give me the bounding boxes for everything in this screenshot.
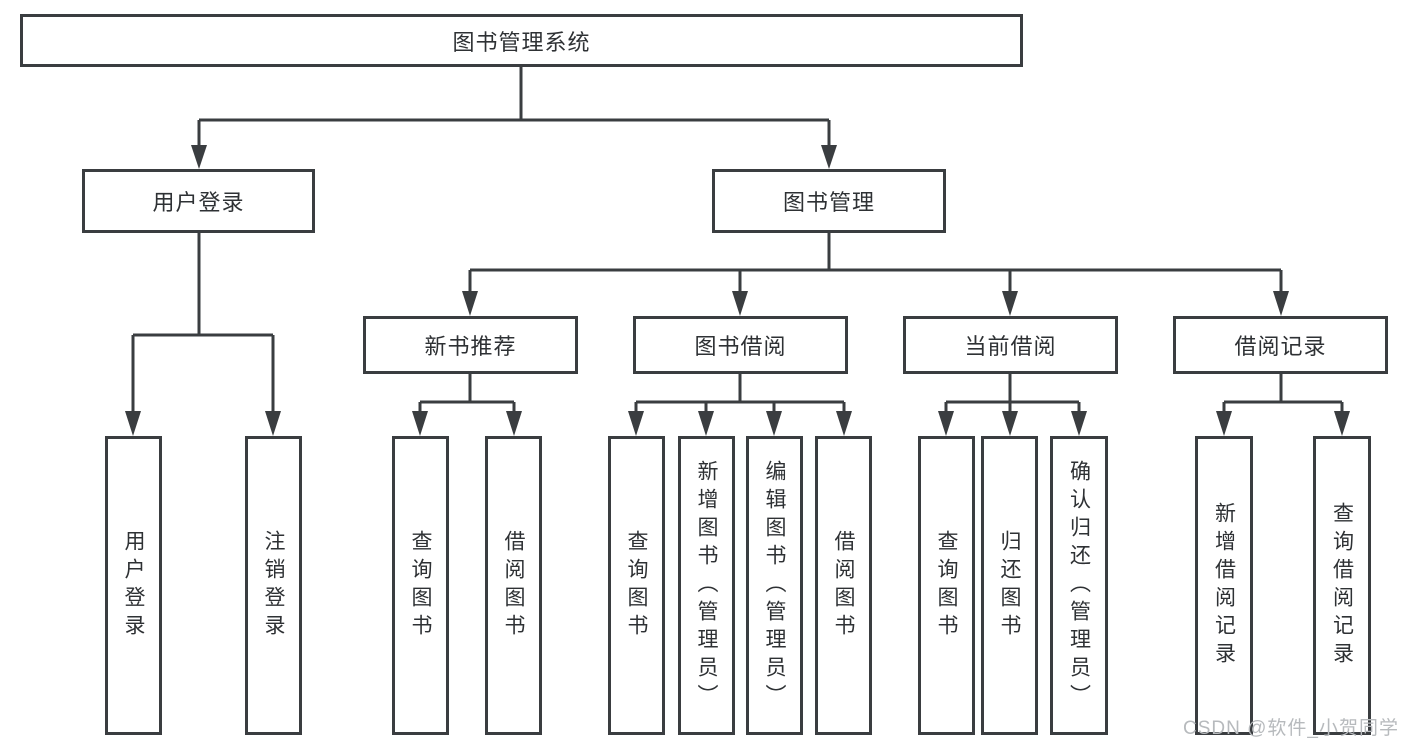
node-label: 借阅图书 [502, 529, 525, 642]
node-user-login: 用户登录 [82, 169, 315, 233]
leaf-edit-books-admin: 编辑图书（管理员） [746, 436, 803, 735]
node-label: 新增图书（管理员） [695, 459, 718, 712]
node-label: 当前借阅 [964, 334, 1057, 359]
node-label: 查询图书 [935, 529, 958, 642]
node-label: 注销登录 [262, 529, 285, 642]
leaf-add-borrow-record: 新增借阅记录 [1195, 436, 1253, 735]
node-label: 查询图书 [409, 529, 432, 642]
node-label: 查询图书 [625, 529, 648, 642]
node-label: 借阅图书 [832, 529, 855, 642]
node-label: 归还图书 [998, 529, 1021, 642]
node-new-book-recommend: 新书推荐 [363, 316, 578, 374]
node-label: 新增借阅记录 [1212, 501, 1236, 670]
node-label: 借阅记录 [1234, 334, 1327, 359]
csdn-watermark: CSDN @软件_小贺同学 [1183, 718, 1399, 739]
node-book-borrowing: 图书借阅 [633, 316, 848, 374]
tree-edges [131, 67, 1344, 418]
node-borrowing-records: 借阅记录 [1173, 316, 1388, 374]
leaf-borrow-books: 借阅图书 [815, 436, 872, 735]
node-label: 确认归还（管理员） [1067, 459, 1091, 712]
leaf-query-books-current: 查询图书 [918, 436, 975, 735]
node-label: 新书推荐 [424, 334, 517, 359]
leaf-user-login: 用户登录 [105, 436, 162, 735]
leaf-logout-login: 注销登录 [245, 436, 302, 735]
node-label: 编辑图书（管理员） [763, 459, 786, 712]
leaf-query-borrow-record: 查询借阅记录 [1313, 436, 1371, 735]
leaf-query-books-recommend: 查询图书 [392, 436, 449, 735]
leaf-query-books-borrow: 查询图书 [608, 436, 665, 735]
leaf-return-books: 归还图书 [981, 436, 1038, 735]
node-label: 用户登录 [122, 529, 145, 642]
node-label: 图书管理 [782, 190, 875, 215]
node-library-system: 图书管理系统 [20, 14, 1023, 67]
node-label: 查询借阅记录 [1330, 501, 1354, 670]
node-label: 图书借阅 [694, 334, 787, 359]
node-label: 用户登录 [152, 190, 245, 215]
node-book-management: 图书管理 [712, 169, 946, 233]
leaf-add-books-admin: 新增图书（管理员） [678, 436, 735, 735]
node-label: 图书管理系统 [452, 29, 591, 55]
node-current-borrowing: 当前借阅 [903, 316, 1118, 374]
leaf-confirm-return-admin: 确认归还（管理员） [1050, 436, 1108, 735]
leaf-borrow-books-recommend: 借阅图书 [485, 436, 542, 735]
